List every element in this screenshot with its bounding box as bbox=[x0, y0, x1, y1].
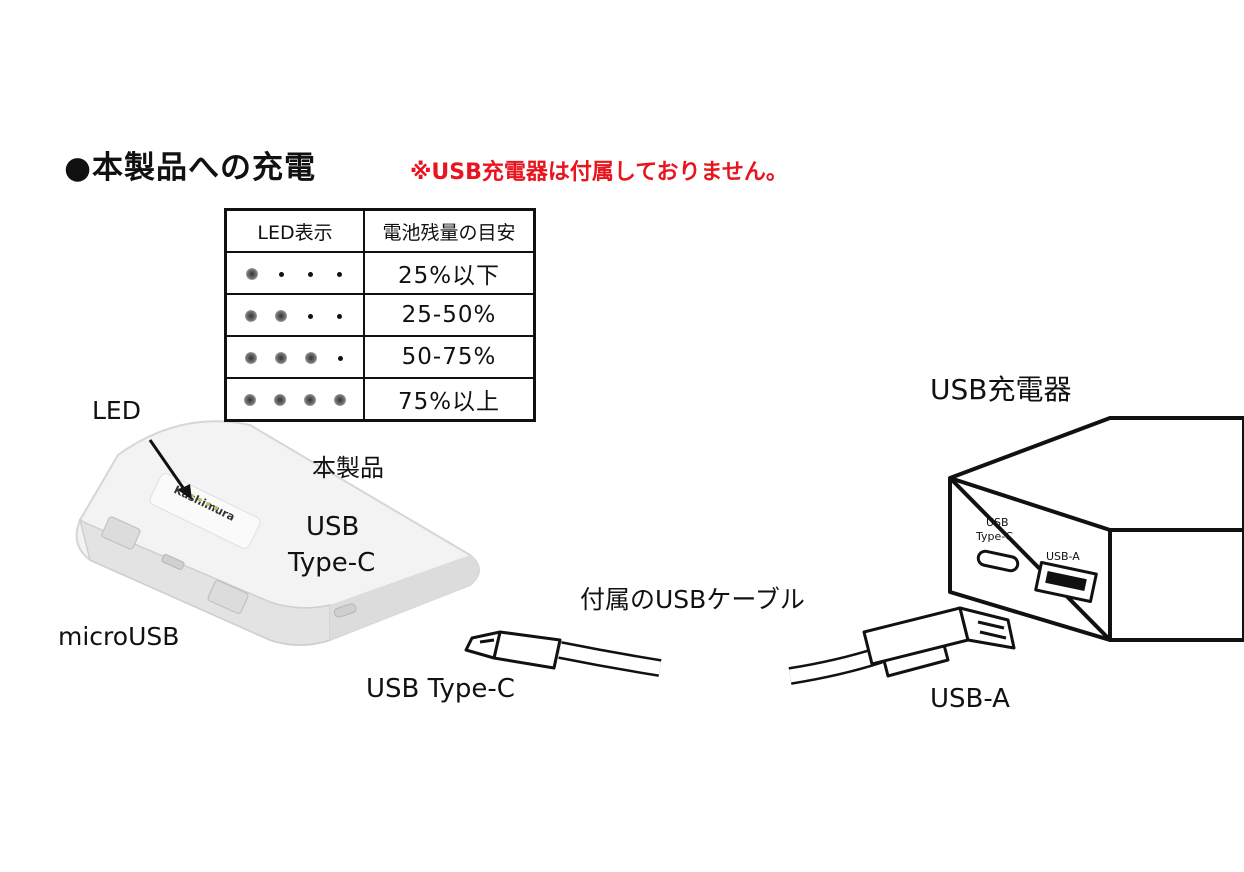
charger-not-included-note: ※USB充電器は付属しておりません。 bbox=[410, 160, 788, 185]
usb-type-c-port-label-line2: Type-C bbox=[288, 548, 376, 578]
usb-type-c-plug bbox=[464, 630, 562, 670]
table-header-row: LED表示 電池残量の目安 bbox=[224, 208, 536, 253]
included-cable-label: 付属のUSBケーブル bbox=[580, 585, 805, 614]
charger-usb-c-port bbox=[976, 549, 1020, 573]
header-led-display: LED表示 bbox=[224, 208, 365, 253]
brand-plate bbox=[149, 473, 261, 549]
table-row: 50-75% bbox=[224, 335, 536, 379]
usb-charger-label: USB充電器 bbox=[930, 373, 1072, 406]
charger-port-c-label-1: USB bbox=[986, 516, 1009, 529]
usb-a-plug bbox=[862, 606, 1016, 678]
usb-cable bbox=[558, 641, 883, 685]
led-dots bbox=[224, 377, 365, 422]
led-pointer-arrow bbox=[148, 439, 192, 500]
usb-a-port-device-1 bbox=[101, 516, 141, 550]
micro-usb-port bbox=[161, 554, 185, 570]
battery-value: 75%以上 bbox=[363, 377, 536, 422]
battery-value: 50-75% bbox=[363, 335, 536, 379]
led-label: LED bbox=[92, 396, 141, 425]
product-label: 本製品 bbox=[312, 454, 384, 482]
cable-usb-a-end-label: USB-A bbox=[930, 684, 1010, 714]
usb-charger bbox=[948, 416, 1244, 642]
usb-type-c-port-label-line1: USB bbox=[306, 512, 360, 542]
usb-a-port-device-2 bbox=[207, 580, 249, 614]
table-row: 25-50% bbox=[224, 293, 536, 337]
power-bank: Kashimura bbox=[75, 420, 480, 646]
charger-port-a-label: USB-A bbox=[1046, 550, 1080, 563]
table-row: 75%以上 bbox=[224, 377, 536, 422]
cable-type-c-end-label: USB Type-C bbox=[366, 674, 515, 704]
battery-value: 25-50% bbox=[363, 293, 536, 337]
battery-value: 25%以下 bbox=[363, 251, 536, 295]
charger-port-c-label-2: Type-C bbox=[975, 530, 1013, 543]
table-row: 25%以下 bbox=[224, 251, 536, 295]
usb-c-port-device bbox=[333, 603, 357, 618]
header-battery-level: 電池残量の目安 bbox=[363, 208, 536, 253]
led-dots bbox=[224, 335, 365, 379]
led-dots bbox=[224, 293, 365, 337]
led-indicator-table: LED表示 電池残量の目安 25%以下 25-50% 50-75% 75%以上 bbox=[224, 208, 536, 422]
section-heading: ●本製品への充電 bbox=[64, 150, 317, 186]
led-dots bbox=[224, 251, 365, 295]
micro-usb-label: microUSB bbox=[58, 622, 180, 651]
